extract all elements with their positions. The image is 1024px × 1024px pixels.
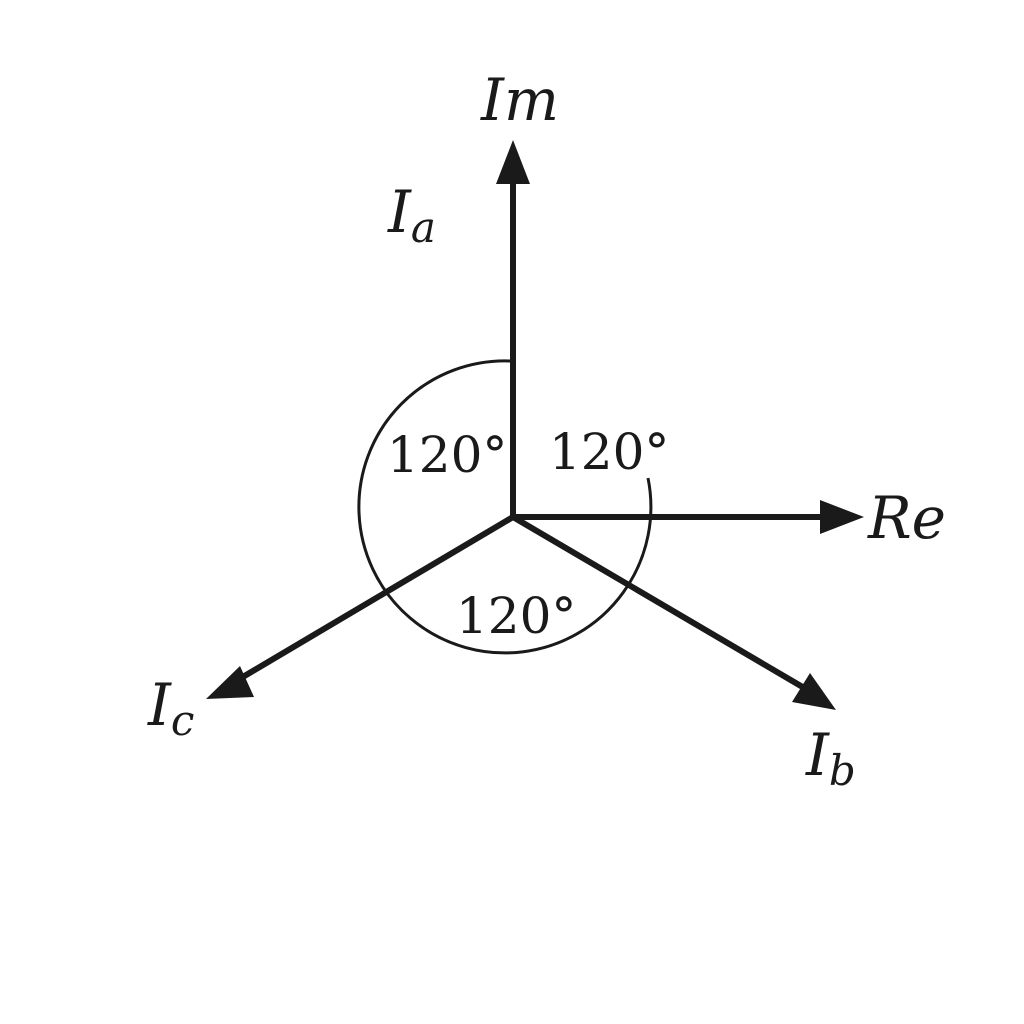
phasor-b-main: I bbox=[805, 721, 830, 789]
imaginary-axis-arrowhead bbox=[496, 140, 530, 184]
angle-label-bottom: 120° bbox=[456, 587, 576, 645]
phasor-b-label: Ib bbox=[805, 721, 856, 795]
phasor-a-label: Ia bbox=[387, 178, 436, 252]
real-axis-label: Re bbox=[867, 484, 946, 552]
phasor-a-sub: a bbox=[411, 203, 436, 252]
phasor-a-main: I bbox=[387, 178, 412, 246]
phasor-b-sub: b bbox=[829, 746, 856, 795]
real-axis-arrowhead bbox=[820, 500, 864, 534]
imaginary-axis-label: Im bbox=[480, 66, 559, 134]
phasor-c-sub: c bbox=[171, 696, 195, 745]
angle-label-upper-right: 120° bbox=[549, 423, 669, 481]
phasor-c-arrowhead bbox=[206, 666, 254, 699]
phasor-c-line bbox=[234, 514, 515, 684]
phasor-b-arrowhead bbox=[792, 673, 836, 710]
phasor-c-label: Ic bbox=[147, 671, 194, 745]
phasor-c-main: I bbox=[147, 671, 172, 739]
phasor-b-line bbox=[511, 514, 808, 692]
angle-label-upper-left: 120° bbox=[387, 426, 507, 484]
